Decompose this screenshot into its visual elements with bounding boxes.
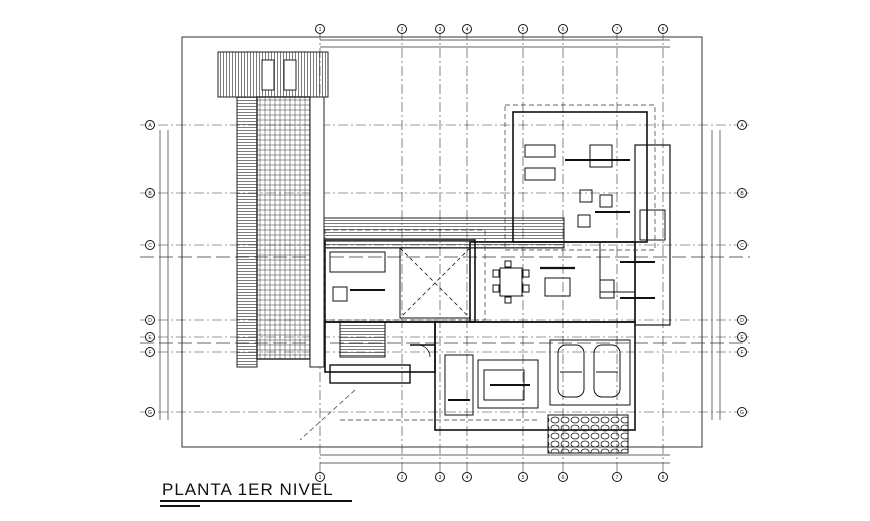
- overhang-outline: [299, 104, 656, 441]
- grid-label-row: E: [148, 335, 152, 341]
- grid-label-row: C: [740, 243, 744, 249]
- deck-strip: [323, 217, 565, 249]
- grid-label-row: B: [740, 191, 744, 197]
- grid-label-row: E: [740, 335, 744, 341]
- grid-label-col: 3: [439, 27, 442, 33]
- grid-label-row: D: [740, 318, 744, 324]
- title-underline-short: [160, 505, 200, 507]
- grid-markers-bottom: [315, 472, 668, 482]
- stone-pavement: [547, 414, 629, 454]
- dining-table: [492, 260, 575, 304]
- stair: [339, 321, 386, 358]
- grid-label-col: 2: [401, 475, 404, 481]
- living-furniture: [329, 251, 386, 302]
- grid-markers-top: [315, 24, 668, 34]
- grid-markers-left: [145, 120, 155, 417]
- grid-label-col: 1: [319, 27, 322, 33]
- terrace-furniture: [524, 144, 630, 228]
- grid-axes: [140, 30, 750, 475]
- grid-label-row: B: [148, 191, 152, 197]
- grid-label-col: 8: [662, 27, 665, 33]
- grid-label-col: 6: [562, 27, 565, 33]
- grid-label-row: G: [740, 410, 744, 416]
- grid-label-col: 1: [319, 475, 322, 481]
- grid-label-col: 7: [616, 27, 619, 33]
- dimension-lines: [159, 39, 721, 464]
- garage: [549, 339, 631, 406]
- grid-label-col: 5: [522, 27, 525, 33]
- pool-area: [217, 51, 329, 368]
- entry-walls: [329, 344, 435, 384]
- grid-label-row: F: [148, 350, 151, 356]
- grid-label-row: A: [148, 123, 152, 129]
- grid-label-col: 3: [439, 475, 442, 481]
- grid-label-col: 4: [466, 27, 469, 33]
- grid-label-row: D: [148, 318, 152, 324]
- grid-label-col: 7: [616, 475, 619, 481]
- grid-label-row: C: [148, 243, 152, 249]
- grid-label-row: G: [148, 410, 152, 416]
- site-boundary: [181, 36, 703, 448]
- service-area: [599, 209, 666, 299]
- grid-label-col: 5: [522, 475, 525, 481]
- grid-label-col: 6: [562, 475, 565, 481]
- title-underline: [160, 500, 352, 502]
- grid-markers-right: [737, 120, 747, 417]
- grid-label-row: F: [740, 350, 743, 356]
- section-lines: [140, 256, 750, 344]
- grid-label-row: A: [740, 123, 744, 129]
- grid-label-col: 2: [401, 27, 404, 33]
- grid-label-col: 4: [466, 475, 469, 481]
- drawing-title: PLANTA 1ER NIVEL: [162, 480, 334, 499]
- bedroom: [444, 354, 539, 416]
- grid-label-col: 8: [662, 475, 665, 481]
